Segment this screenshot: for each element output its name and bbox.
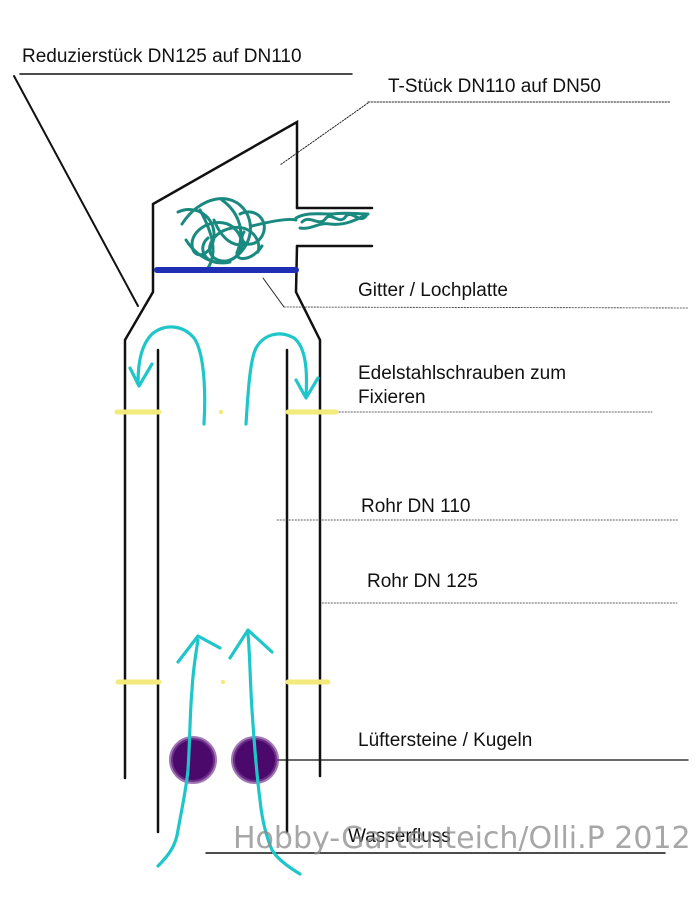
label-pipe125: Rohr DN 125 <box>367 571 478 592</box>
flow-arrow-up-right <box>246 632 302 876</box>
label-screws-line2: Fixieren <box>358 387 426 408</box>
aeration-stone-left <box>169 736 217 784</box>
label-reducer: Reduzierstück DN125 auf DN110 <box>22 46 302 67</box>
flow-arrow-return-left-head <box>128 362 154 388</box>
label-screws-line1: Edelstahlschrauben zum <box>358 363 566 384</box>
filter-media-scribble <box>176 197 370 270</box>
flow-arrow-return-right <box>244 332 309 426</box>
leader-lines <box>13 73 689 854</box>
label-waterflow: Wasserfluss <box>348 826 451 847</box>
grid-leader-underline <box>283 306 689 309</box>
watermark: Hobby-Gartenteich/Olli.P 2012 <box>233 821 691 856</box>
label-tee: T-Stück DN110 auf DN50 <box>388 76 601 97</box>
flow-arrow-up-left-head <box>176 634 222 664</box>
screw-dot-upper <box>218 409 224 415</box>
label-grid: Gitter / Lochplatte <box>358 280 508 301</box>
flow-arrow-up-left <box>156 638 200 868</box>
grid-leader <box>262 277 285 308</box>
flow-arrow-up-right-head <box>228 628 274 660</box>
flow-arrows <box>128 325 320 876</box>
reducer-leader <box>13 75 139 307</box>
label-pipe110: Rohr DN 110 <box>361 496 470 517</box>
screw-dot-lower <box>220 679 226 685</box>
flow-arrow-return-right-head <box>294 376 320 400</box>
screws <box>114 409 339 685</box>
flow-arrow-return-left <box>136 325 207 426</box>
screw-dots <box>218 409 226 685</box>
tee-leader <box>279 102 369 166</box>
label-stones: Lüftersteine / Kugeln <box>358 730 532 751</box>
outer-pipe-right-wall <box>294 244 322 778</box>
